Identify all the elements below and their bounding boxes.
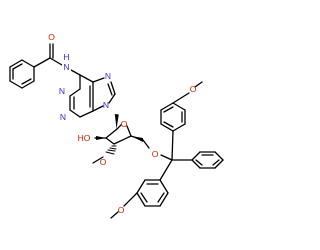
wedge-bond-c1-n9: [114, 114, 119, 129]
lower-methoxy-oxygen-label: O: [118, 205, 125, 215]
trityl-ether-oxygen-label: O: [152, 149, 159, 159]
n3-label: N: [60, 112, 66, 122]
methoxy-oxygen-label: O: [100, 157, 107, 167]
chemical-structure: O N H N N N N HO O O O O O: [9, 32, 224, 219]
amide-oxygen-label: O: [48, 32, 55, 42]
hashed-bond-c3-o: [105, 145, 117, 155]
wedge-bond-c2-oh: [96, 136, 106, 140]
upper-methoxy-oxygen-label: O: [190, 84, 197, 94]
ring-oxygen-label: O: [121, 119, 128, 129]
amide-hydrogen-label: H: [63, 52, 69, 62]
n1-label: N: [59, 86, 65, 96]
bond-lines: [9, 43, 224, 219]
amide-nitrogen-label: N: [63, 62, 69, 72]
n7-label: N: [105, 71, 111, 81]
n9-label: N: [103, 100, 109, 110]
wedge-bond-c4-ch2: [131, 136, 143, 142]
hydroxyl-label: HO: [78, 133, 91, 143]
atom-labels: O N H N N N N HO O O O O O: [47, 32, 197, 215]
